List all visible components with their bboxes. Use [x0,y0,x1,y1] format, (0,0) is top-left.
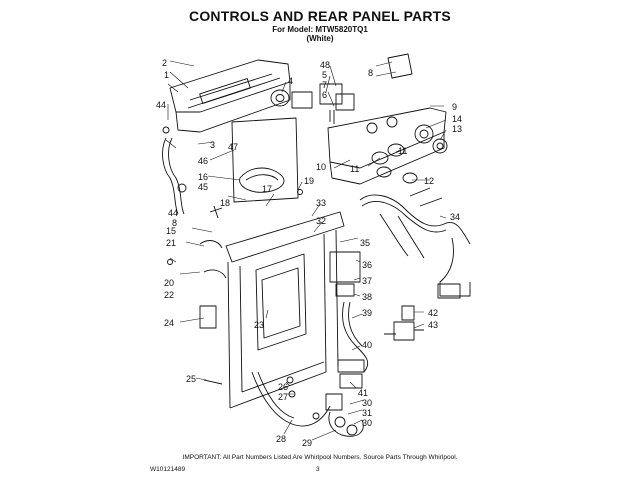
callout-1: 1 [164,70,169,80]
knob-and-switches [270,83,355,124]
callout-24: 24 [164,318,174,328]
callout-30-top: 30 [362,398,372,408]
label-plate [387,53,413,79]
callout-16: 16 [198,172,208,182]
callout-44-mid: 44 [168,208,178,218]
callout-31: 31 [362,408,372,418]
callout-10: 10 [316,162,326,172]
rear-panel-frame [225,211,345,409]
callout-11-right: 11 [398,146,407,156]
callout-12: 12 [424,176,434,186]
drain-hose [251,371,364,437]
callout-33: 33 [316,198,326,208]
callout-2: 2 [162,58,167,68]
footer-page-number: 3 [316,466,320,473]
callout-43: 43 [428,320,438,330]
callout-8-right: 8 [368,68,373,78]
callout-42: 42 [428,308,438,318]
callout-45: 45 [198,182,208,192]
callout-11-left: 11 [350,164,359,174]
leader-lines [165,60,447,441]
callout-7: 7 [322,80,327,90]
callout-21: 21 [166,238,176,248]
callout-40: 40 [362,340,372,350]
callout-13: 13 [452,124,462,134]
page-title: CONTROLS AND REAR PANEL PARTS [189,8,451,24]
callout-39: 39 [362,308,372,318]
rear-console-panel [327,107,448,185]
callout-35: 35 [360,238,370,248]
callout-46: 46 [198,156,208,166]
callout-30-bottom: 30 [362,418,372,428]
callout-18: 18 [220,198,230,208]
callout-29: 29 [302,438,312,448]
callout-37: 37 [362,276,372,286]
console-housing [169,59,291,133]
callout-8-left: 8 [172,218,177,228]
wire-harness [359,187,471,299]
callout-9: 9 [452,102,457,112]
callout-47: 47 [228,142,238,152]
footer-doc-code: W10121489 [150,466,186,473]
callout-22: 22 [164,290,174,300]
timer-bracket [231,117,299,203]
callout-28: 28 [276,434,286,444]
callout-34: 34 [450,212,460,222]
callout-20: 20 [164,278,174,288]
callout-5: 5 [322,70,327,80]
callout-6: 6 [322,90,327,100]
callout-23: 23 [254,320,264,330]
inlet-valve [384,305,424,341]
callout-38: 38 [362,292,372,302]
callout-3: 3 [210,140,215,150]
callout-labels: 2 1 44 3 46 47 16 45 18 17 19 44 8 15 21… [156,58,462,448]
rotary-switches [371,143,418,184]
callout-4: 4 [288,76,293,86]
callout-14: 14 [452,114,462,124]
callout-26: 26 [278,382,288,392]
callout-17: 17 [262,184,272,194]
callout-48: 48 [320,60,330,70]
callout-32: 32 [316,216,326,226]
callout-27: 27 [278,392,288,402]
callout-41: 41 [358,388,368,398]
callout-36: 36 [362,260,372,270]
clamps-and-screws [167,189,320,420]
color-line: (White) [306,34,334,43]
callout-15: 15 [166,226,176,236]
model-line: For Model: MTW5820TQ1 [272,25,368,34]
callout-19: 19 [304,176,314,186]
water-valve-assembly [329,251,369,389]
left-hose [162,126,187,215]
callout-25: 25 [186,374,196,384]
callout-44-top: 44 [156,100,166,110]
footer-note: IMPORTANT: All Part Numbers Listed Are W… [182,454,458,461]
